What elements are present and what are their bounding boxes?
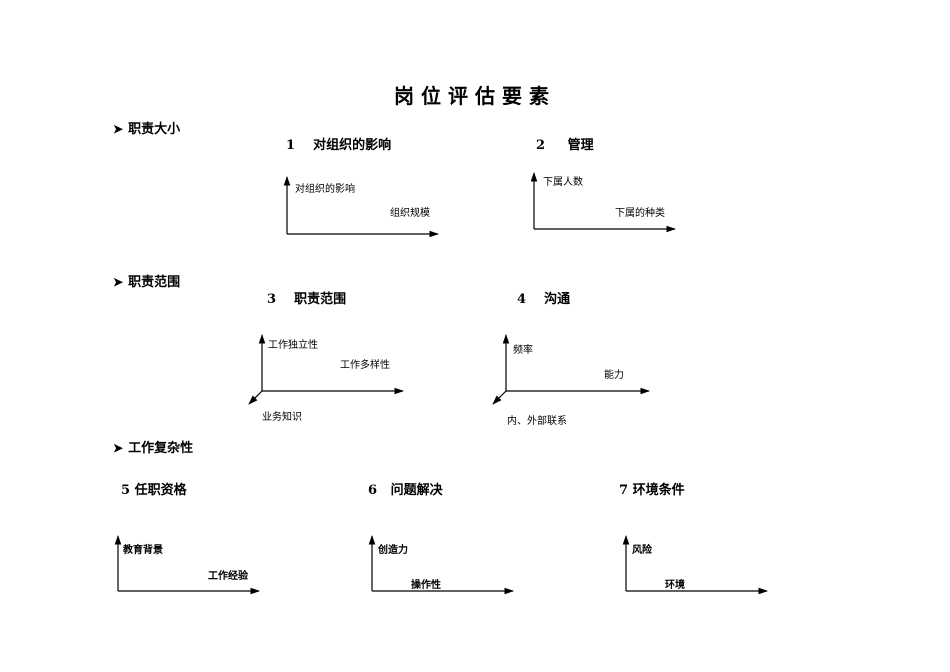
x-axis-label: 组织规模 xyxy=(390,208,430,219)
factor-title-3: 3 职责范围 xyxy=(267,292,347,307)
y-axis-label: 教育背景 xyxy=(123,545,163,556)
z-axis-arrow xyxy=(248,390,263,405)
factor-title-6: 6 问题解决 xyxy=(368,483,443,498)
x-axis-label: 工作多样性 xyxy=(340,360,390,371)
page-title: 岗位评估要素 xyxy=(394,84,556,108)
factor-title-2: 2 管理 xyxy=(536,138,594,153)
x-axis-label: 操作性 xyxy=(411,580,441,591)
y-axis-label: 工作独立性 xyxy=(268,340,318,351)
y-axis-label: 创造力 xyxy=(378,545,408,556)
factor-title-5: 5 任职资格 xyxy=(121,483,187,498)
y-axis-label: 频率 xyxy=(513,345,533,356)
arrow-bullet-icon: ➤ xyxy=(113,122,124,136)
section-heading-responsibility-size: ➤ 职责大小 xyxy=(113,118,180,137)
section-label: 工作复杂性 xyxy=(128,441,194,456)
section-heading-responsibility-scope: ➤ 职责范围 xyxy=(113,271,180,290)
z-axis-arrow xyxy=(492,390,507,405)
y-axis-label: 下属人数 xyxy=(543,177,583,188)
x-axis-label: 能力 xyxy=(604,370,624,381)
arrow-bullet-icon: ➤ xyxy=(113,441,124,455)
section-label: 职责大小 xyxy=(128,122,181,137)
factor-title-7: 7 环境条件 xyxy=(619,483,685,498)
x-axis-label: 环境 xyxy=(665,580,685,591)
z-axis-label: 业务知识 xyxy=(262,412,302,423)
z-axis-label: 内、外部联系 xyxy=(507,416,567,427)
y-axis-label: 风险 xyxy=(632,545,652,556)
arrow-bullet-icon: ➤ xyxy=(113,275,124,289)
factor-title-4: 4 沟通 xyxy=(517,292,571,307)
x-axis-label: 工作经验 xyxy=(208,571,248,582)
x-axis-label: 下属的种类 xyxy=(615,208,665,219)
section-heading-work-complexity: ➤ 工作复杂性 xyxy=(113,437,193,456)
section-label: 职责范围 xyxy=(128,275,181,290)
factor-title-1: 1 对组织的影响 xyxy=(286,138,392,153)
y-axis-label: 对组织的影响 xyxy=(295,184,355,195)
